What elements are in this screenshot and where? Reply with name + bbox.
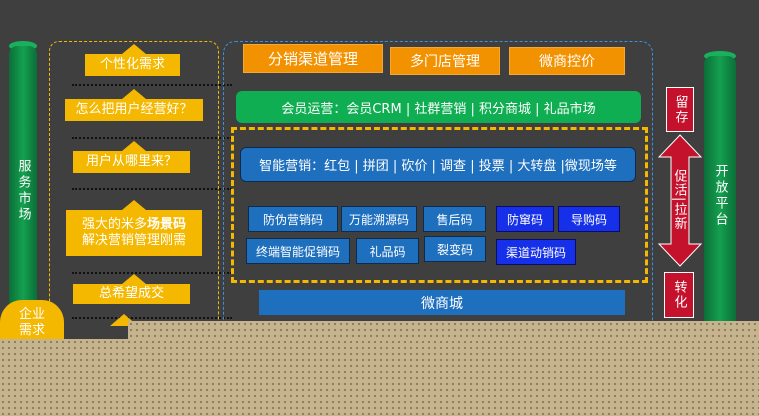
up-arrow-icon <box>122 89 146 99</box>
divider <box>72 272 232 274</box>
scene-code-line2: 解决营销管理刚需 <box>81 233 186 248</box>
scene-code-emphasis: 场景码 <box>147 216 187 232</box>
bottom-pattern-overlay <box>0 339 759 416</box>
marketing-frame <box>231 127 648 283</box>
divider <box>72 137 232 139</box>
code-traceability: 万能溯源码 <box>341 206 417 232</box>
up-arrow-icon <box>122 200 146 210</box>
top-item-price-control: 微商控价 <box>509 47 625 75</box>
divider <box>72 84 232 86</box>
micro-mall-bar: 微商城 <box>259 290 625 315</box>
code-shopping-guide: 导购码 <box>558 206 620 232</box>
double-arrow-icon <box>657 134 703 267</box>
top-item-multistore: 多门店管理 <box>390 47 500 75</box>
top-item-distribution: 分销渠道管理 <box>243 44 383 73</box>
enterprise-badge-label: 企业需求 <box>18 306 45 338</box>
convert-label: 转化 <box>671 280 687 310</box>
scene-code-line1: 强大的米多场景码 <box>82 217 186 233</box>
right-pillar-label: 开放平台 <box>712 164 728 228</box>
up-arrow-icon <box>122 44 146 54</box>
left-pillar: 服务市场 <box>9 46 37 336</box>
left-pillar-label: 服务市场 <box>15 159 31 223</box>
divider <box>72 188 232 190</box>
divider <box>72 317 232 319</box>
convert-box: 转化 <box>664 272 694 318</box>
retain-label: 留存 <box>672 94 688 125</box>
smart-marketing-bar: 智能营销：红包 | 拼团 | 砍价 | 调查 | 投票 | 大转盘 |微现场等 <box>240 147 636 182</box>
up-arrow-icon <box>122 141 146 151</box>
up-arrow-icon <box>122 274 146 284</box>
member-operation-bar: 会员运营：会员CRM | 社群营销 | 积分商城 | 礼品市场 <box>236 91 641 123</box>
need-label-personalized: 个性化需求 <box>85 54 180 76</box>
code-anti-diversion: 防窜码 <box>496 206 554 232</box>
code-channel-sales: 渠道动销码 <box>496 239 576 265</box>
code-after-sales: 售后码 <box>423 206 486 232</box>
code-terminal-promo: 终端智能促销码 <box>246 238 350 264</box>
code-gift: 礼品码 <box>356 238 419 264</box>
retain-box: 留存 <box>666 87 694 132</box>
bottom-pattern-overlay-step <box>128 321 759 341</box>
code-anti-counterfeit: 防伪营销码 <box>248 206 338 232</box>
right-pillar: 开放平台 <box>704 56 736 336</box>
scene-code-prefix: 强大的米多 <box>81 216 147 232</box>
need-label-user-source: 用户从哪里来？ <box>73 151 190 173</box>
code-fission: 裂变码 <box>424 236 486 262</box>
need-label-operate-users: 怎么把用户经营好？ <box>65 99 203 121</box>
need-label-scene-code: 强大的米多场景码 解决营销管理刚需 <box>66 210 202 256</box>
promote-pull-label: 促活|拉新 <box>671 169 687 231</box>
need-label-deal: 总希望成交 <box>73 284 190 304</box>
